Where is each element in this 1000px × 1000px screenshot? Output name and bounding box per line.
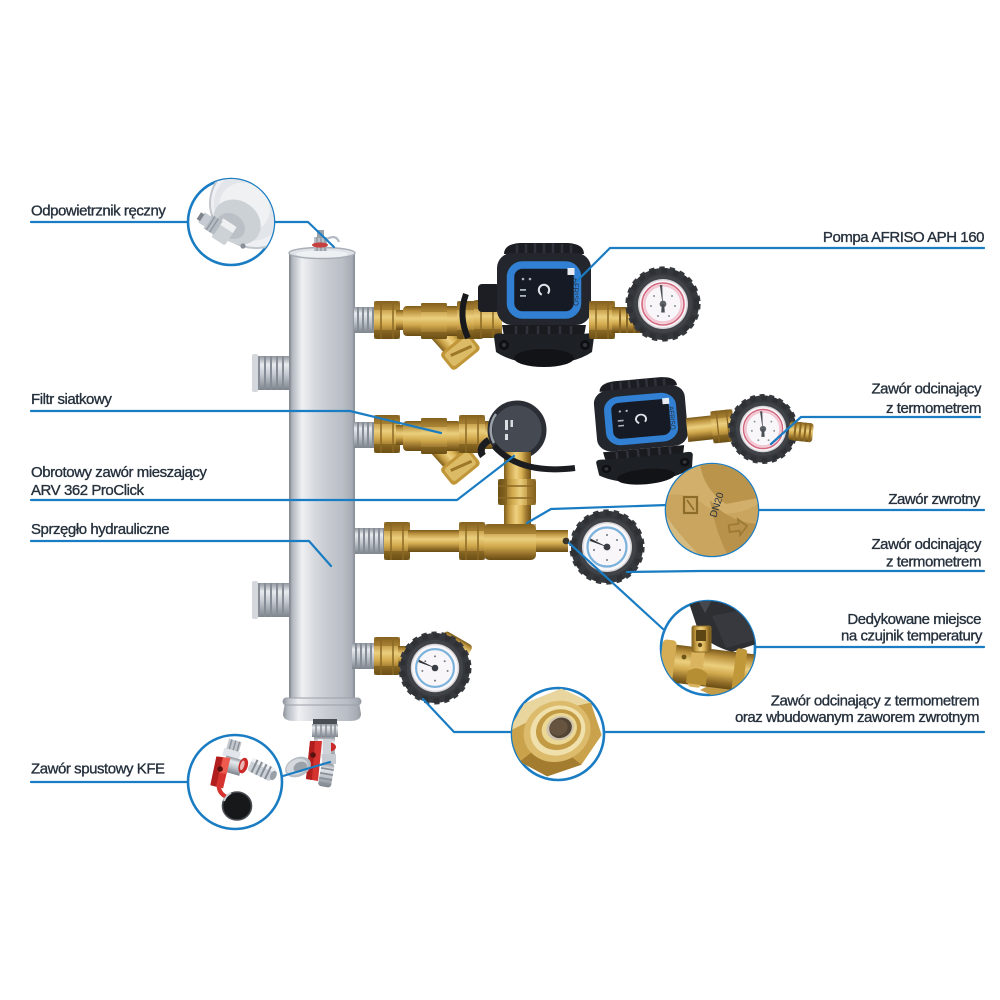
- svg-text:Zawór zwrotny: Zawór zwrotny: [888, 491, 981, 508]
- svg-text:Sprzęgło hydrauliczne: Sprzęgło hydrauliczne: [31, 521, 169, 538]
- svg-text:Zawór odcinający: Zawór odcinający: [871, 536, 981, 553]
- svg-text:Obrotowy zawór mieszający: Obrotowy zawór mieszający: [31, 464, 207, 481]
- svg-text:na czujnik temperatury: na czujnik temperatury: [841, 628, 983, 645]
- svg-text:z termometrem: z termometrem: [886, 554, 981, 571]
- svg-text:Zawór odcinający z termometrem: Zawór odcinający z termometrem: [771, 693, 979, 710]
- svg-text:Filtr siatkowy: Filtr siatkowy: [31, 391, 112, 408]
- svg-text:ARV 362 ProClick: ARV 362 ProClick: [31, 482, 145, 499]
- svg-text:oraz wbudowanym zaworem zwrotn: oraz wbudowanym zaworem zwrotnym: [735, 709, 979, 726]
- svg-text:Zawór odcinający: Zawór odcinający: [871, 381, 981, 398]
- svg-text:Dedykowane miejsce: Dedykowane miejsce: [847, 611, 981, 628]
- svg-text:Pompa AFRISO APH 160: Pompa AFRISO APH 160: [823, 229, 984, 246]
- svg-text:z termometrem: z termometrem: [886, 400, 981, 417]
- svg-text:Zawór spustowy KFE: Zawór spustowy KFE: [31, 761, 165, 778]
- svg-text:Odpowietrznik ręczny: Odpowietrznik ręczny: [31, 203, 166, 220]
